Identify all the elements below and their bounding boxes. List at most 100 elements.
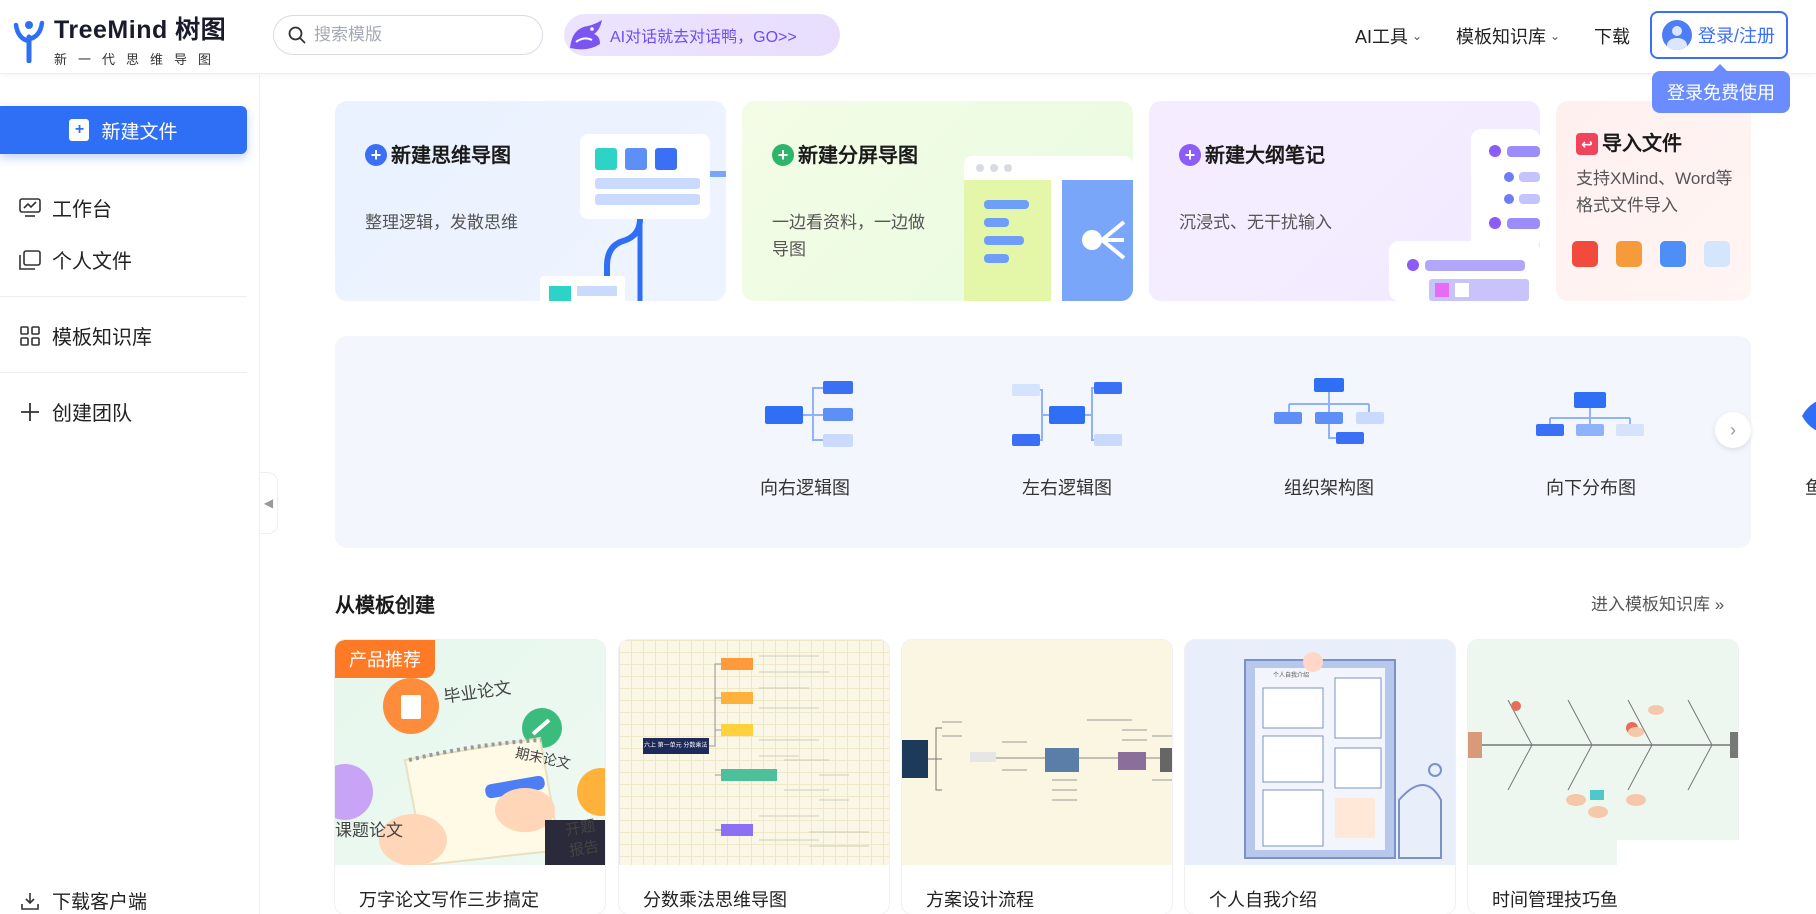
plus-circle-icon: + [772, 144, 794, 166]
enter-template-library-link[interactable]: 进入模板知识库 » [1591, 595, 1725, 614]
card-new-split-mindmap[interactable]: +新建分屏导图 一边看资料，一边做导图 [742, 101, 1133, 301]
card-new-outline[interactable]: +新建大纲笔记 沉浸式、无干扰输入 [1149, 101, 1540, 301]
layout-templates-strip: 向右逻辑图 左右逻辑图 组织架构图 向下分 [335, 336, 1816, 548]
treemind-logo[interactable]: TreeMind 树图 新一代思维导图 [10, 10, 226, 68]
layout-template-label: 向下分布图 [1546, 478, 1636, 498]
login-register-button[interactable]: 登录/注册 [1650, 11, 1788, 59]
template-card-name: 方案设计流程 [926, 890, 1034, 910]
import-icon: ↩ [1576, 133, 1598, 155]
nav-download-label: 下载 [1594, 27, 1630, 47]
sidebar-item-workbench[interactable]: 工作台 [18, 193, 112, 222]
file-format-icons [1572, 241, 1730, 267]
product-recommend-badge: 产品推荐 [335, 640, 435, 678]
nav-template-library-label: 模板知识库 [1456, 27, 1546, 47]
notebook-hand-illustration [335, 678, 605, 865]
outline-illustration [1389, 129, 1540, 301]
left-right-logic-diagram-icon [1012, 382, 1122, 446]
layout-template-fishbone-right[interactable]: 鱼骨图-向右 [1768, 376, 1816, 516]
ai-banner-text: AI对话就去对话鸭，GO>> [610, 29, 797, 46]
layout-template-right-logic[interactable]: 向右逻辑图 [720, 376, 890, 516]
search-input[interactable] [314, 25, 514, 45]
template-thumbnail: 产品推荐 毕业论文 期末论文 开题报告 课题论文 [335, 640, 605, 865]
self-intro-illustration [1244, 652, 1442, 859]
layout-template-label: 向右逻辑图 [760, 478, 850, 498]
plus-icon [18, 400, 42, 424]
right-logic-diagram-icon [765, 381, 853, 447]
layout-template-org-chart[interactable]: 组织架构图 [1244, 376, 1414, 516]
template-thumbnail [1468, 640, 1738, 865]
sidebar-item-create-team[interactable]: 创建团队 [18, 397, 132, 426]
new-file-label: 新建文件 [101, 121, 178, 143]
nav-ai-tools-label: AI工具 [1355, 27, 1409, 47]
card-title: +新建分屏导图 [772, 141, 927, 172]
card-title: ↩导入文件 [1576, 129, 1746, 160]
files-icon [18, 248, 42, 272]
top-header: TreeMind 树图 新一代思维导图 AI对话就去对话鸭，GO>> AI工具⌄… [0, 0, 1816, 74]
thumb-tag-research-paper: 课题论文 [335, 821, 403, 840]
template-card-paper-writing[interactable]: 产品推荐 毕业论文 期末论文 开题报告 课题论文 万字论文写作三步搞定 [335, 640, 605, 914]
ai-chat-banner[interactable]: AI对话就去对话鸭，GO>> [564, 14, 840, 56]
card-title: +新建大纲笔记 [1179, 141, 1334, 172]
nav-download[interactable]: 下载 [1594, 0, 1630, 72]
thumb-tag-proposal-report: 开题报告 [564, 817, 601, 860]
sidebar-divider [0, 372, 247, 373]
login-label: 登录/注册 [1698, 26, 1776, 46]
card-desc: 支持XMind、Word等格式文件导入 [1576, 169, 1733, 215]
sidebar-item-label: 工作台 [52, 199, 112, 221]
logo-title: TreeMind 树图 [54, 16, 227, 44]
template-card-name: 分数乘法思维导图 [643, 890, 787, 910]
layout-template-label: 组织架构图 [1284, 478, 1374, 498]
template-card-fraction-multiplication[interactable]: 六上 第一单元 分数乘法 分数乘法思维导图 [619, 640, 889, 914]
grid-icon [18, 324, 42, 348]
word-file-icon [1660, 241, 1686, 267]
layout-template-label: 鱼骨图-向右 [1805, 478, 1816, 498]
fishbone-time-illustration [1468, 699, 1738, 818]
next-arrow-button[interactable]: › [1715, 412, 1751, 448]
sidebar-item-template-library[interactable]: 模板知识库 [18, 321, 152, 350]
desktop-icon [18, 196, 42, 220]
template-thumbnail: 六上 第一单元 分数乘法 [619, 640, 889, 865]
nav-template-library[interactable]: 模板知识库 ⌄ [1456, 0, 1560, 72]
card-new-mindmap[interactable]: +新建思维导图 整理逻辑，发散思维 [335, 101, 726, 301]
template-card-plan-design-flow[interactable]: 方案设计流程 [902, 640, 1172, 914]
card-import-file[interactable]: ↩导入文件 支持XMind、Word等格式文件导入 [1556, 101, 1751, 301]
down-distribution-diagram-icon [1536, 392, 1644, 436]
sidebar-collapse-button[interactable]: ◀ [260, 472, 278, 534]
thumb-root-node-text: 六上 第一单元 分数乘法 [644, 743, 708, 749]
layout-template-label: 左右逻辑图 [1022, 478, 1112, 498]
duck-mascot-icon [570, 20, 602, 50]
new-file-button[interactable]: + 新建文件 [0, 106, 247, 154]
template-card-name: 万字论文写作三步搞定 [359, 890, 539, 910]
tree-logo-icon [13, 20, 45, 63]
sidebar-divider [0, 296, 247, 297]
search-box[interactable] [273, 15, 543, 55]
chevron-right-icon: › [1730, 419, 1736, 440]
sidebar-item-label: 个人文件 [52, 251, 132, 273]
txt-file-icon [1704, 241, 1730, 267]
template-thumbnail [902, 640, 1172, 865]
download-client-link[interactable]: 下载客户端 [18, 887, 147, 914]
user-avatar-icon [1662, 20, 1692, 50]
chevron-left-icon: ◀ [263, 496, 274, 510]
chevron-down-icon: ⌄ [1412, 29, 1423, 43]
new-document-icon: + [69, 119, 90, 141]
fraction-mindmap-illustration [643, 655, 869, 847]
download-client-label: 下载客户端 [52, 892, 148, 913]
thumb-header-text: 个人自我介绍 [1273, 673, 1310, 679]
nav-ai-tools[interactable]: AI工具⌄ [1355, 0, 1422, 72]
search-icon [288, 26, 306, 44]
template-card-self-introduction[interactable]: 个人自我介绍 个人自我介绍 [1185, 640, 1455, 914]
chevron-down-icon: ⌄ [1550, 29, 1561, 43]
card-desc: 一边看资料，一边做导图 [772, 213, 925, 259]
login-tooltip[interactable]: 登录免费使用 [1652, 64, 1790, 113]
sidebar: + 新建文件 工作台 个人文件 模板知识库 创建团队 下载客户端 [0, 75, 260, 914]
org-chart-diagram-icon [1274, 378, 1384, 444]
template-card-name: 个人自我介绍 [1209, 890, 1317, 910]
plus-circle-icon: + [1179, 144, 1201, 166]
sidebar-item-personal-files[interactable]: 个人文件 [18, 245, 132, 274]
plan-flow-illustration [902, 719, 1172, 801]
layout-template-left-right-logic[interactable]: 左右逻辑图 [982, 376, 1152, 516]
split-screen-illustration [964, 156, 1133, 301]
layout-template-down-distribution[interactable]: 向下分布图 [1506, 376, 1676, 516]
section-title-from-template: 从模板创建 [335, 595, 435, 617]
